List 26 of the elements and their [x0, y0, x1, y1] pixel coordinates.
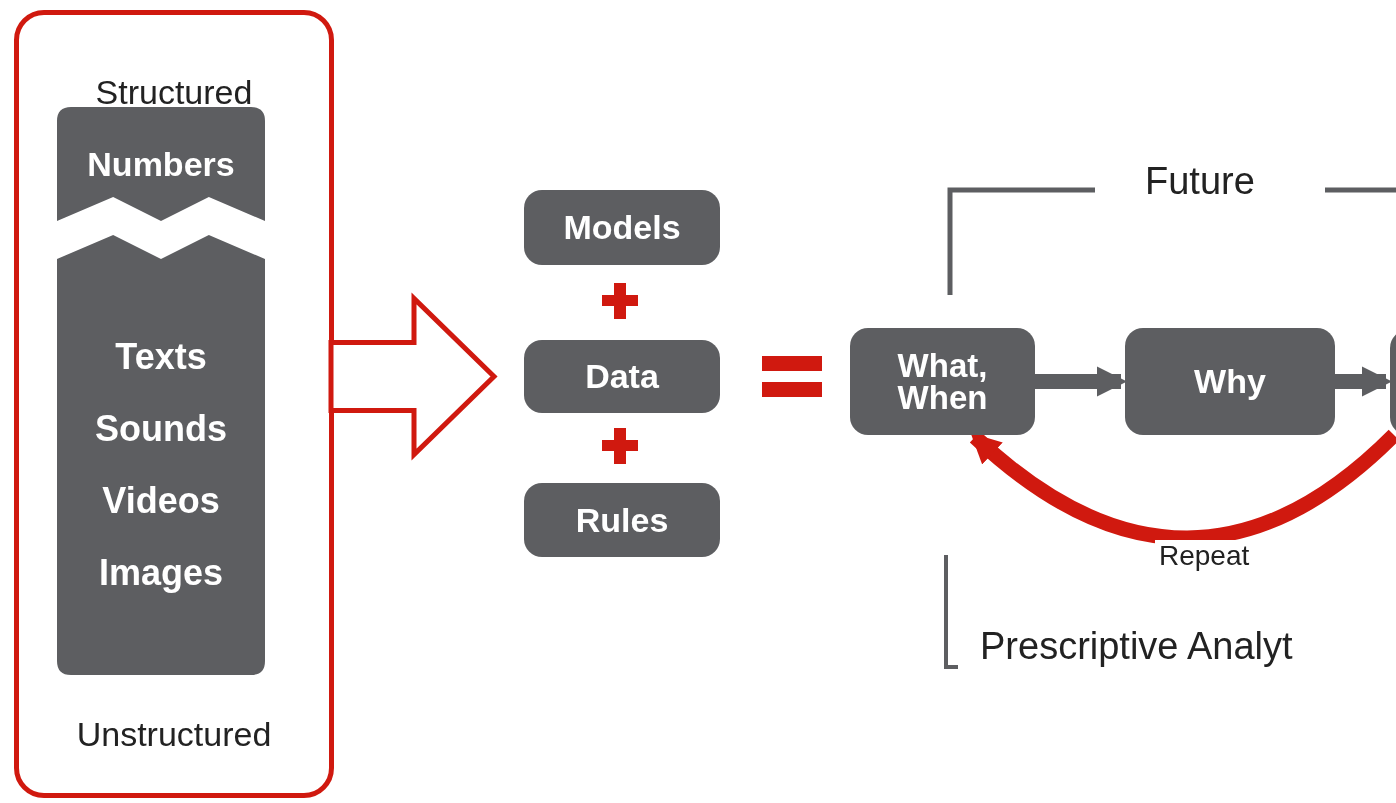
node-label: Rules — [575, 499, 669, 541]
rounded-box — [1125, 328, 1335, 435]
rounded-box — [524, 190, 720, 265]
node-label: Images — [98, 551, 224, 595]
node-label: Models — [563, 207, 681, 248]
node-label: Texts — [115, 335, 207, 379]
arrow — [1335, 366, 1392, 397]
bracket-label: Future — [1145, 160, 1255, 203]
bracket-label: Prescriptive Analyt — [980, 625, 1293, 668]
rounded-box — [524, 483, 720, 557]
rounded-box — [524, 340, 720, 413]
node-label: What, When — [896, 350, 989, 413]
rounded-frame — [14, 10, 334, 798]
group-heading: Unstructured — [75, 715, 273, 754]
node-label: Sounds — [95, 407, 227, 451]
curved-arrow — [970, 429, 1396, 546]
node-label: Videos — [102, 479, 220, 523]
node-label: Data — [585, 356, 659, 397]
block-arrow — [328, 292, 498, 461]
torn-block — [57, 235, 265, 675]
torn-block — [57, 107, 265, 221]
node-label: Numbers — [87, 143, 235, 185]
arrow — [1035, 366, 1127, 397]
group-heading: Structured — [94, 73, 254, 112]
rounded-box — [850, 328, 1035, 435]
node-label: Why — [1194, 361, 1266, 402]
